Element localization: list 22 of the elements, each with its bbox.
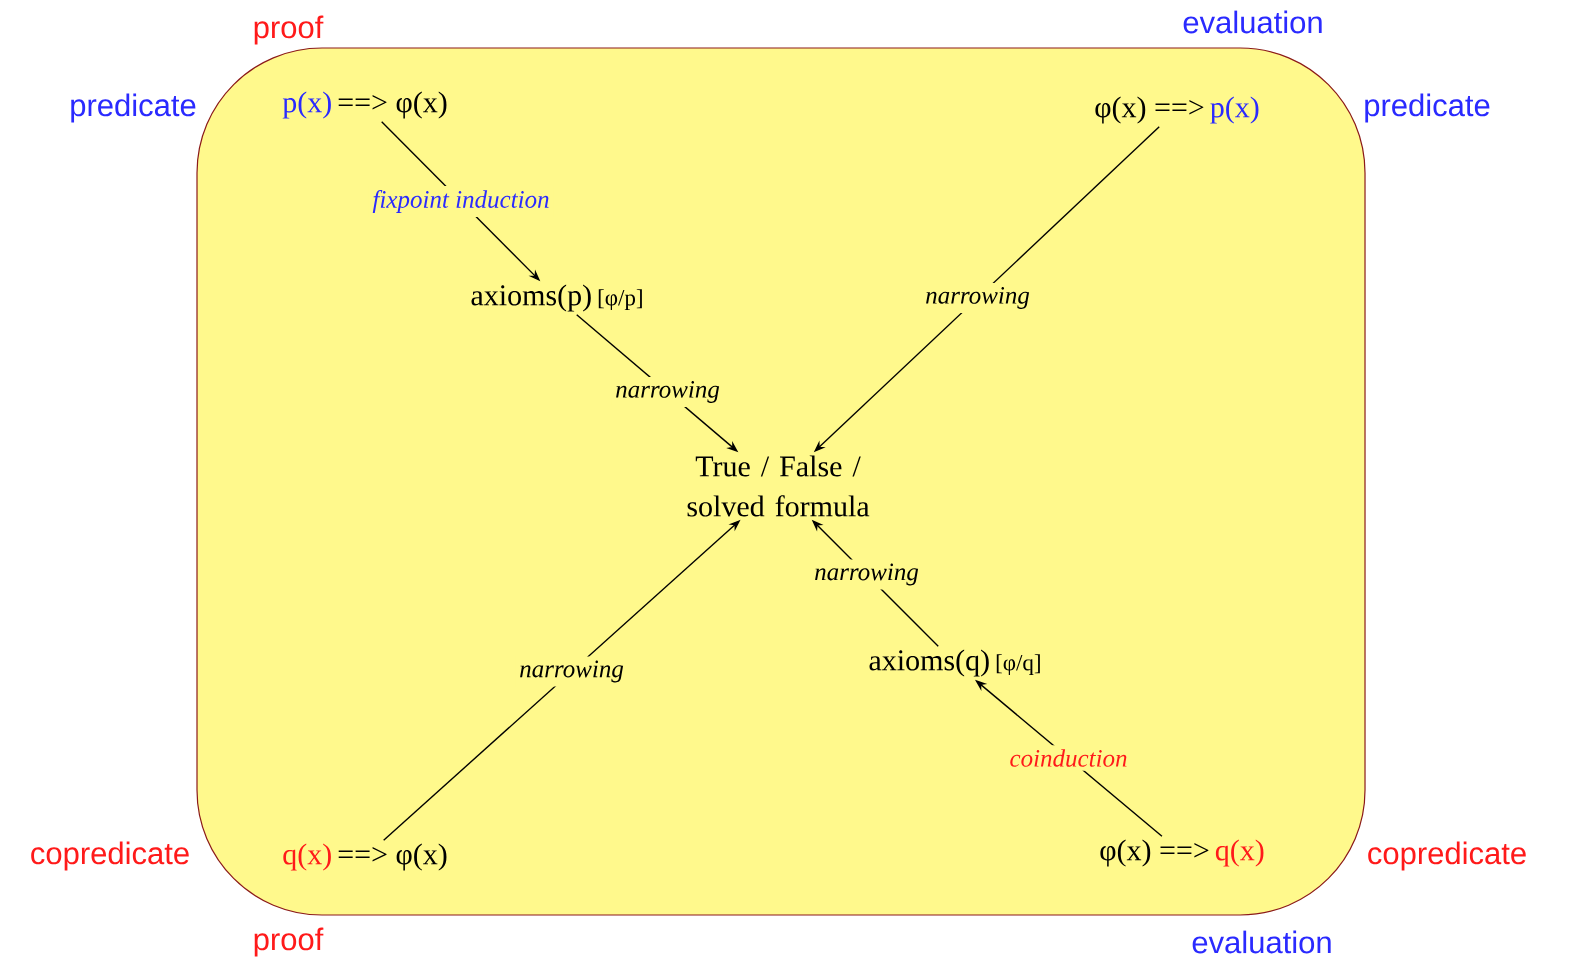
formula-text: q(x) ==> φ(x) <box>283 843 447 871</box>
corner-label: evaluation <box>1183 10 1322 34</box>
edge-label: fixpoint induction <box>368 186 554 217</box>
corner-label: predicate <box>1365 93 1490 123</box>
edge-label: narrowing <box>810 559 923 590</box>
formula-text: True / False / solved formula <box>687 455 870 517</box>
corner-label: copredicate <box>31 841 189 871</box>
corner-label: evaluation <box>1192 930 1331 954</box>
edge-label: coinduction <box>1005 745 1132 771</box>
formula-text: φ(x) ==> p(x) <box>1095 96 1259 124</box>
corner-label: predicate <box>71 93 196 123</box>
edge-label: narrowing <box>515 656 628 687</box>
edge-label: narrowing <box>611 377 724 407</box>
corner-label: proof <box>254 15 324 45</box>
formula-text: p(x) ==> φ(x) <box>282 91 447 119</box>
edge-label: narrowing <box>921 283 1034 313</box>
formula-text: axioms(q) [φ/q] <box>869 649 1040 677</box>
corner-label: proof <box>254 927 324 957</box>
formula-text: φ(x) ==> q(x) <box>1100 839 1264 867</box>
formula-text: axioms(p) [φ/p] <box>471 284 642 312</box>
rounded-panel <box>196 47 1366 916</box>
corner-label: copredicate <box>1368 841 1526 871</box>
